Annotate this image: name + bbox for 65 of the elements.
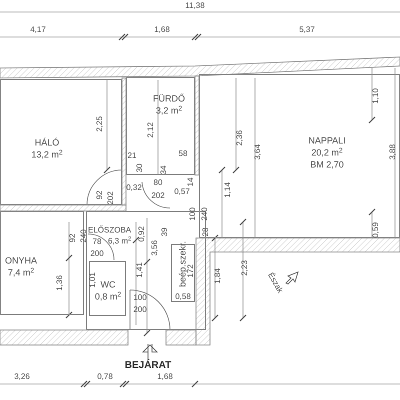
- dimension-text: 92: [96, 190, 104, 200]
- room-name: NAPPALI: [308, 136, 346, 146]
- dimension-text: 1,68: [157, 373, 173, 381]
- dimension-text: 92: [69, 234, 77, 242]
- dimension-text: 1,41: [136, 262, 144, 278]
- dimension-text: 100: [133, 294, 147, 302]
- room-name: WC: [100, 280, 116, 290]
- room-name: HÁLÓ: [34, 138, 60, 148]
- room-outline: [0, 211, 84, 315]
- dimension-text: 78: [92, 238, 102, 246]
- room-outline: [89, 261, 126, 316]
- room-text: 0,8 m$^{2}$: [94, 292, 122, 302]
- dimension-text: 1,01: [89, 272, 97, 288]
- dimension-text: 34: [160, 166, 168, 174]
- dimension-text: 200: [90, 250, 104, 258]
- dimension-text: 3,56: [151, 240, 159, 256]
- plan-label: BEJÁRAT: [124, 361, 172, 371]
- dimension-text: 240: [80, 229, 88, 243]
- dimension-text: 2,36: [236, 130, 244, 146]
- room-text: 3,2 m$^{2}$: [156, 106, 182, 116]
- room-name: FÜRDŐ: [153, 94, 185, 104]
- dimension-text: 100: [189, 207, 197, 221]
- dimension-text: 3,88: [389, 144, 397, 160]
- room-text: 20,2 m$^{2}$: [311, 148, 343, 158]
- dimension-text: 202: [107, 191, 115, 205]
- dimension-text: 39: [161, 228, 169, 236]
- dimension-text: 58: [178, 150, 188, 158]
- dimension-text: 80: [154, 179, 162, 187]
- dimension-text: 3,64: [254, 144, 262, 160]
- dimension-text: 0,92: [138, 226, 146, 242]
- dimension-text: 1,68: [154, 26, 170, 34]
- dimension-text: 3,26: [14, 373, 30, 381]
- dimension-text: 1,14: [224, 182, 232, 198]
- dimension-text: 1,84: [214, 268, 222, 284]
- dimension-text: 0,59: [372, 222, 380, 238]
- dimension-text: 28: [202, 228, 210, 236]
- dimension-text: 240: [201, 207, 209, 221]
- dimension-text: 30: [136, 164, 144, 172]
- room-name: beép.szekr.: [178, 240, 188, 288]
- dimension-text: 11,38: [185, 2, 205, 10]
- dimension-text: 1,10: [372, 88, 380, 104]
- room-name: ONYHA: [5, 256, 37, 266]
- dimension-text: 1,36: [56, 275, 64, 291]
- room-text: 7,4 m$^{2}$: [8, 268, 34, 278]
- room-text: 6,3 m$^{2}$: [108, 238, 132, 246]
- room-outline: [126, 77, 195, 175]
- dimension-text: 0,58: [175, 293, 191, 301]
- room-outline: [0, 79, 122, 205]
- dimension-text: 200: [133, 306, 147, 314]
- room-text: BM 2,70: [310, 160, 344, 170]
- room-name: ELŐSZOBA: [88, 226, 132, 234]
- dimension-text: 14: [187, 178, 195, 186]
- room-text: 13,2 m$^{2}$: [31, 150, 63, 160]
- dimension-text: 21: [128, 152, 136, 160]
- dimension-text: 5,37: [299, 26, 315, 34]
- dimension-text: 2,23: [241, 260, 249, 276]
- dimension-text: 4,17: [30, 26, 46, 34]
- room-outline: [199, 74, 400, 238]
- dimension-text: 0,57: [174, 188, 190, 196]
- dimension-text: 2,12: [147, 122, 155, 138]
- dimension-text: 0,32: [126, 184, 142, 192]
- dimension-text: 0,78: [97, 373, 113, 381]
- dimension-text: 2,25: [96, 116, 104, 132]
- dimension-text: 172: [187, 264, 195, 278]
- dimension-text: 202: [151, 192, 165, 200]
